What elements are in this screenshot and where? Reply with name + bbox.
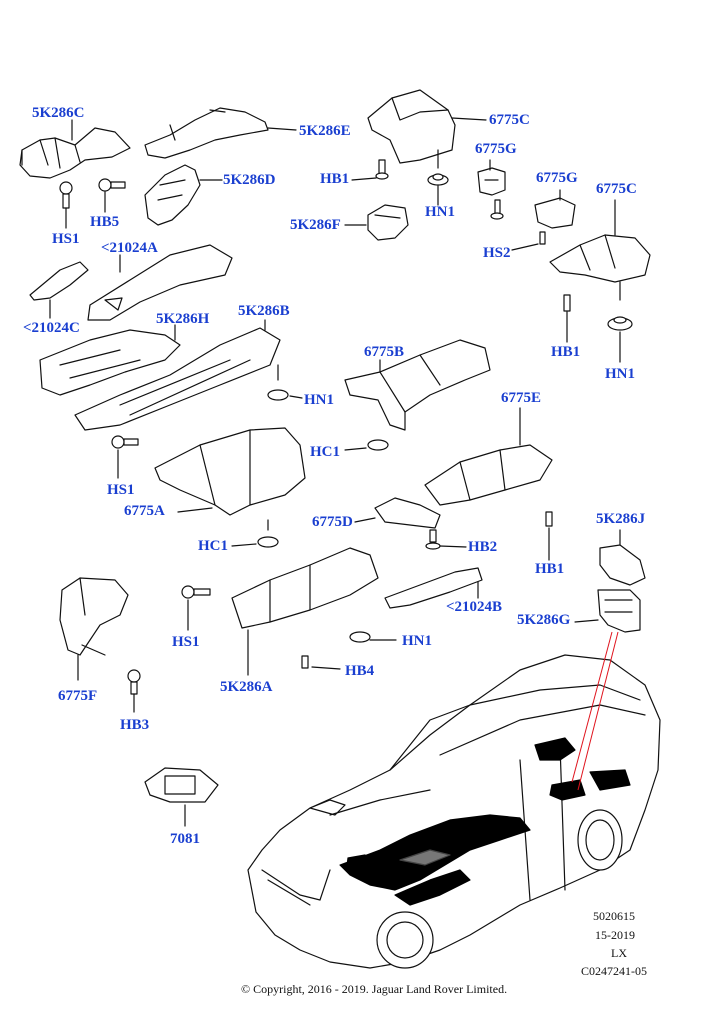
label-5K286H[interactable]: 5K286H: [156, 311, 210, 327]
part-HB5-bolt: [98, 178, 126, 192]
label-5K286D[interactable]: 5K286D: [223, 172, 276, 188]
part-7081-module: [144, 767, 219, 803]
vehicle-outline: [247, 654, 661, 969]
leader-lines-red: [571, 631, 619, 791]
ref-model: LX: [611, 946, 627, 960]
label-HS1-a[interactable]: HS1: [52, 231, 80, 247]
label-21024A[interactable]: <21024A: [101, 240, 158, 256]
part-6775D: [374, 497, 441, 529]
part-6775E: [424, 444, 553, 506]
ref-date: 15-2019: [595, 928, 635, 942]
label-HB1-b[interactable]: HB1: [551, 344, 581, 360]
label-5K286A[interactable]: 5K286A: [220, 679, 273, 695]
label-HB4[interactable]: HB4: [345, 663, 375, 679]
label-HN1-c[interactable]: HN1: [605, 366, 635, 382]
part-21024B: [384, 567, 483, 609]
part-5K286E: [144, 107, 269, 159]
label-6775E[interactable]: 6775E: [501, 390, 542, 406]
label-HB1-c[interactable]: HB1: [535, 561, 565, 577]
part-6775C-right: [549, 234, 651, 283]
part-5K286C: [19, 127, 131, 179]
label-HS1-c[interactable]: HS1: [172, 634, 200, 650]
label-HC1-b[interactable]: HC1: [198, 538, 228, 554]
label-HN1-b[interactable]: HN1: [304, 392, 334, 408]
label-21024C[interactable]: <21024C: [23, 320, 80, 336]
label-HB3[interactable]: HB3: [120, 717, 150, 733]
label-7081[interactable]: 7081: [170, 831, 200, 847]
label-HS2[interactable]: HS2: [483, 245, 511, 261]
label-6775C-top[interactable]: 6775C: [489, 112, 530, 128]
label-HN1-d[interactable]: HN1: [402, 633, 432, 649]
label-5K286E[interactable]: 5K286E: [299, 123, 351, 139]
label-6775G-a[interactable]: 6775G: [475, 141, 517, 157]
part-6775B: [344, 339, 491, 431]
part-5K286F: [367, 204, 409, 241]
ref-code: C0247241-05: [581, 964, 647, 978]
label-6775G-b[interactable]: 6775G: [536, 170, 578, 186]
label-HS1-b[interactable]: HS1: [107, 482, 135, 498]
label-6775A[interactable]: 6775A: [124, 503, 165, 519]
label-HB5[interactable]: HB5: [90, 214, 120, 230]
part-6775A: [154, 427, 306, 516]
part-5K286H: [39, 329, 181, 396]
label-HC1-a[interactable]: HC1: [310, 444, 340, 460]
label-5K286B[interactable]: 5K286B: [238, 303, 290, 319]
label-5K286F[interactable]: 5K286F: [290, 217, 341, 233]
part-21024C: [29, 261, 89, 301]
part-HB1-bolt: [375, 159, 389, 180]
part-HS1-stud: [59, 181, 73, 209]
part-6775G-clip: [477, 167, 506, 196]
copyright-text: © Copyright, 2016 - 2019. Jaguar Land Ro…: [241, 982, 508, 996]
part-5K286A: [231, 547, 379, 629]
part-6775G-bracket: [534, 197, 576, 229]
label-21024B[interactable]: <21024B: [446, 599, 503, 615]
label-6775C-right[interactable]: 6775C: [596, 181, 637, 197]
part-5K286G: [597, 589, 641, 633]
part-21024A: [87, 244, 233, 321]
part-5K286B: [74, 327, 281, 431]
label-5K286C[interactable]: 5K286C: [32, 105, 85, 121]
part-6775C-top: [367, 89, 456, 164]
label-HB2[interactable]: HB2: [468, 539, 498, 555]
label-6775F[interactable]: 6775F: [58, 688, 98, 704]
label-6775B[interactable]: 6775B: [364, 344, 405, 360]
part-5K286D: [144, 164, 201, 226]
part-5K286J: [599, 544, 646, 586]
part-HB1-bolt-right: [545, 511, 553, 527]
label-HN1-a[interactable]: HN1: [425, 204, 455, 220]
label-5K286J[interactable]: 5K286J: [596, 511, 646, 527]
label-HB1-a[interactable]: HB1: [320, 171, 350, 187]
part-6775F: [59, 577, 129, 656]
label-5K286G[interactable]: 5K286G: [517, 612, 571, 628]
ref-number: 5020615: [593, 909, 635, 923]
label-6775D[interactable]: 6775D: [312, 514, 353, 530]
